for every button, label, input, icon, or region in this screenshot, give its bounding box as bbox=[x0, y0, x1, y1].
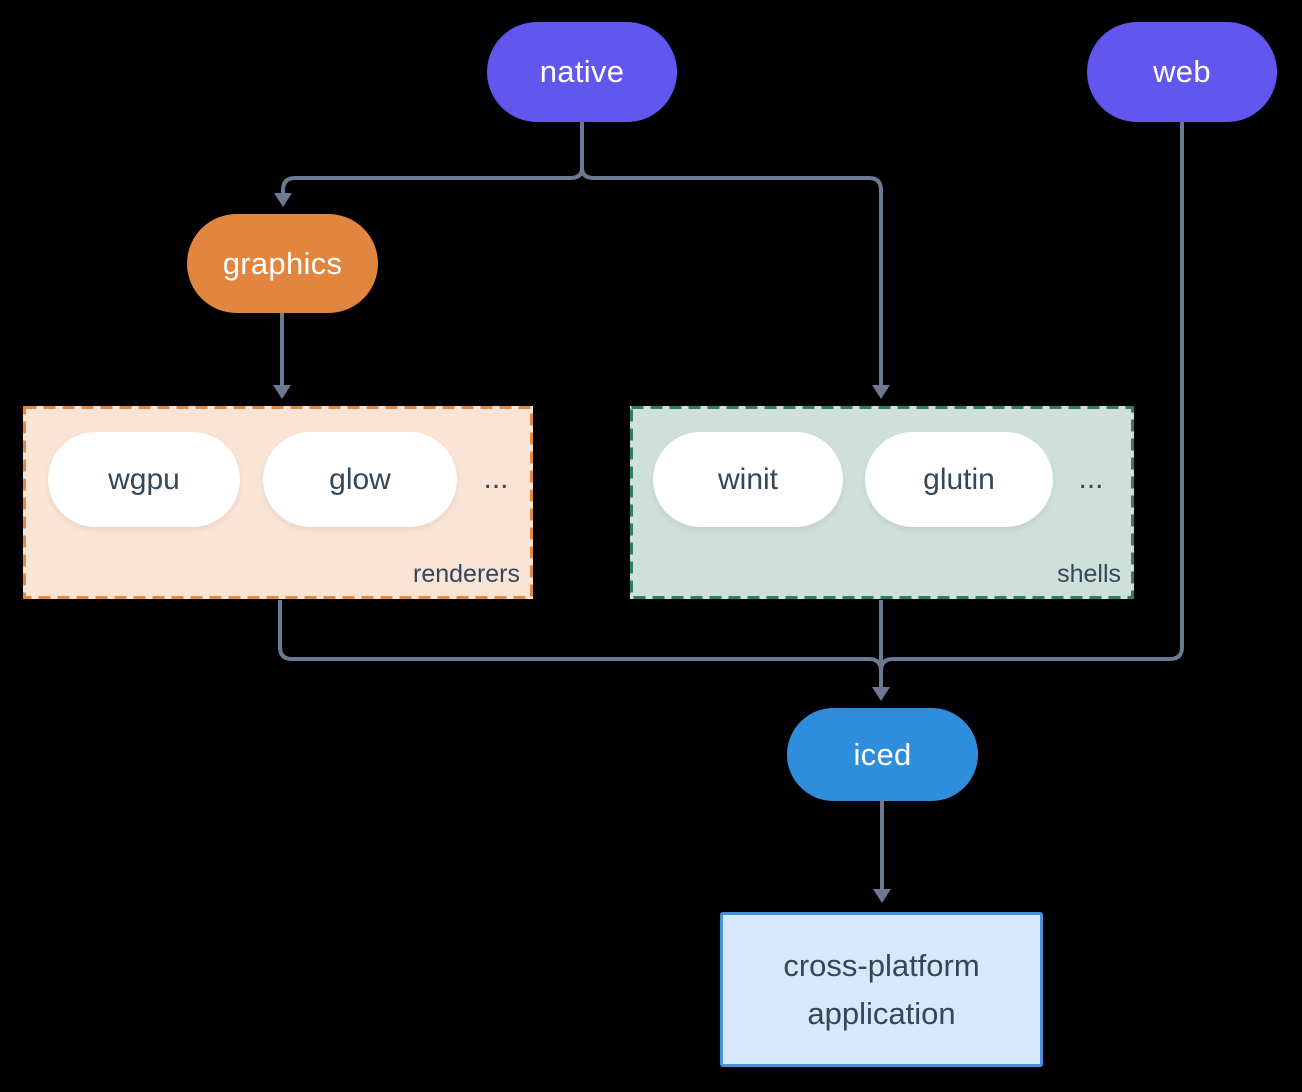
node-wgpu: wgpu bbox=[48, 432, 240, 527]
node-web: web bbox=[1087, 22, 1277, 122]
node-glow-label: glow bbox=[329, 462, 391, 496]
arrowhead-into-app bbox=[873, 889, 891, 903]
node-glutin: glutin bbox=[865, 432, 1053, 527]
group-renderers: wgpu glow ... renderers bbox=[23, 406, 533, 599]
node-winit-label: winit bbox=[717, 462, 778, 496]
app-label-line2: application bbox=[807, 995, 956, 1031]
app-label-line1: cross-platform bbox=[783, 947, 980, 983]
renderers-ellipsis: ... bbox=[483, 462, 509, 495]
arrowhead-into-graphics bbox=[274, 193, 292, 207]
connector-renderers-merge bbox=[278, 600, 883, 672]
node-graphics: graphics bbox=[187, 214, 378, 313]
node-glutin-label: glutin bbox=[923, 462, 995, 496]
node-cross-platform-application: cross-platform application bbox=[720, 912, 1043, 1067]
connector-native-shells bbox=[580, 122, 883, 386]
node-web-label: web bbox=[1153, 54, 1211, 89]
connector-native-graphics bbox=[281, 122, 584, 193]
node-wgpu-label: wgpu bbox=[108, 462, 180, 496]
node-native-label: native bbox=[539, 54, 625, 89]
node-native: native bbox=[487, 22, 677, 122]
arrowhead-into-shells bbox=[872, 385, 890, 399]
arrowhead-into-iced bbox=[872, 687, 890, 701]
renderers-group-label: renderers bbox=[413, 560, 520, 588]
node-graphics-label: graphics bbox=[222, 245, 343, 281]
node-iced-label: iced bbox=[853, 736, 912, 772]
group-shells: winit glutin ... shells bbox=[630, 406, 1134, 599]
node-glow: glow bbox=[263, 432, 457, 527]
shells-group-label: shells bbox=[1057, 560, 1121, 588]
shells-ellipsis: ... bbox=[1078, 462, 1104, 495]
node-winit: winit bbox=[653, 432, 843, 527]
node-iced: iced bbox=[787, 708, 978, 801]
arrowhead-into-renderers bbox=[273, 385, 291, 399]
